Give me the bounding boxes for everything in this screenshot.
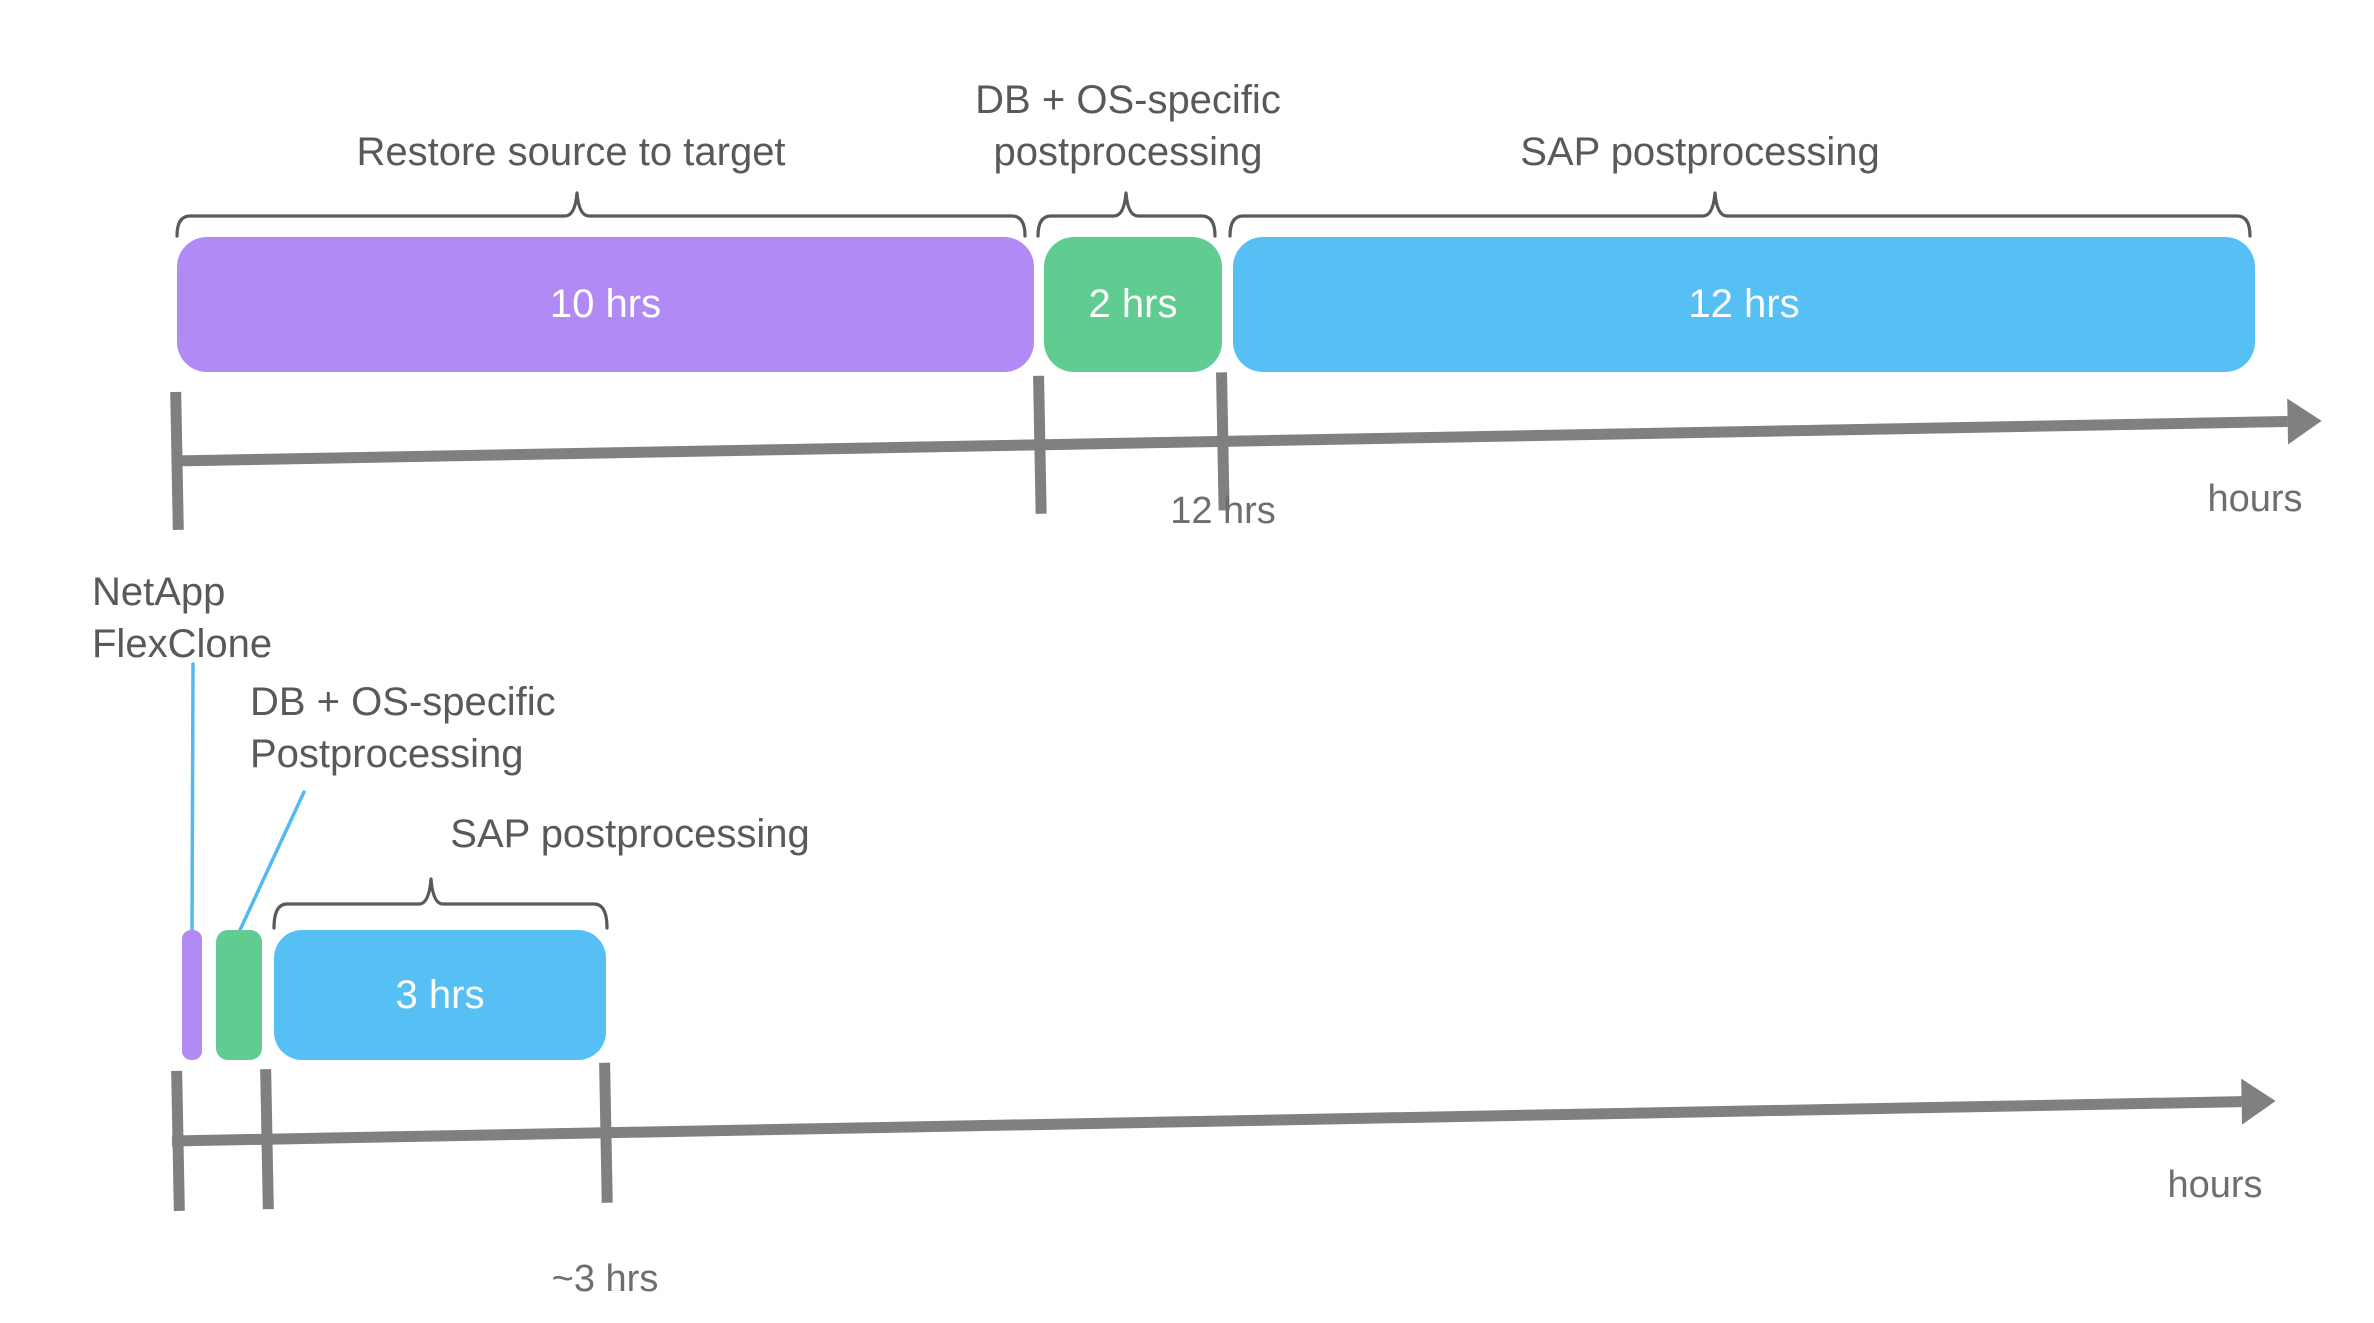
- top-axis-unit-label: hours: [2207, 478, 2303, 520]
- top-axis-arrowhead: [2287, 398, 2322, 445]
- bottom-axis-tick: [599, 1062, 613, 1203]
- bottom-axis-unit-label: hours: [2167, 1164, 2263, 1206]
- bottom-axis: [171, 1062, 2276, 1211]
- bottom-axis-tick: [260, 1069, 274, 1210]
- top-axis-tick: [1216, 372, 1230, 511]
- top-heading-db-os-line2: postprocessing: [993, 130, 1263, 174]
- top-axis: [170, 372, 2322, 530]
- top-heading-restore: Restore source to target: [356, 130, 786, 174]
- bottom-bar-sap: 3 hrs: [274, 930, 606, 1060]
- bottom-bar-db-os: [216, 930, 262, 1060]
- bottom-axis-arrowhead: [2241, 1078, 2276, 1125]
- leader-line-flexclone: [190, 662, 195, 936]
- bottom-bar-flexclone: [182, 930, 202, 1060]
- bottom-axis-tick: [171, 1070, 185, 1211]
- top-heading-db-os: DB + OS-specific postprocessing: [975, 74, 1281, 178]
- top-bar-sap: 12 hrs: [1233, 237, 2255, 372]
- brace-restore: [175, 191, 1027, 238]
- brace-sap-bottom: [272, 877, 609, 930]
- top-bar-sap-label: 12 hrs: [1688, 282, 1800, 326]
- top-heading-db-os-line1: DB + OS-specific: [975, 78, 1281, 122]
- callout-db-os: DB + OS-specific Postprocessing: [250, 676, 556, 780]
- top-bar-db-os: 2 hrs: [1044, 237, 1222, 372]
- top-axis-tick: [170, 391, 184, 530]
- callout-netapp-flexclone-line2: FlexClone: [92, 622, 273, 666]
- callout-netapp-flexclone-line1: NetApp: [92, 570, 226, 614]
- callout-db-os-line2: Postprocessing: [250, 732, 524, 776]
- brace-db-os-top: [1036, 191, 1217, 238]
- top-axis-tick-label: 12 hrs: [1170, 490, 1276, 532]
- brace-sap-top: [1228, 191, 2252, 238]
- top-heading-sap: SAP postprocessing: [1520, 130, 1880, 174]
- leader-line-db-os: [238, 790, 306, 932]
- callout-netapp-flexclone: NetApp FlexClone: [92, 566, 272, 670]
- callout-db-os-line1: DB + OS-specific: [250, 680, 556, 724]
- top-bar-restore: 10 hrs: [177, 237, 1034, 372]
- bottom-bar-sap-label: 3 hrs: [395, 972, 485, 1017]
- top-axis-tick: [1033, 375, 1047, 514]
- top-bar-restore-label: 10 hrs: [549, 282, 662, 326]
- top-bar-db-os-label: 2 hrs: [1088, 282, 1178, 326]
- bottom-axis-tick-label: ~3 hrs: [551, 1258, 659, 1300]
- bottom-heading-sap: SAP postprocessing: [450, 812, 810, 856]
